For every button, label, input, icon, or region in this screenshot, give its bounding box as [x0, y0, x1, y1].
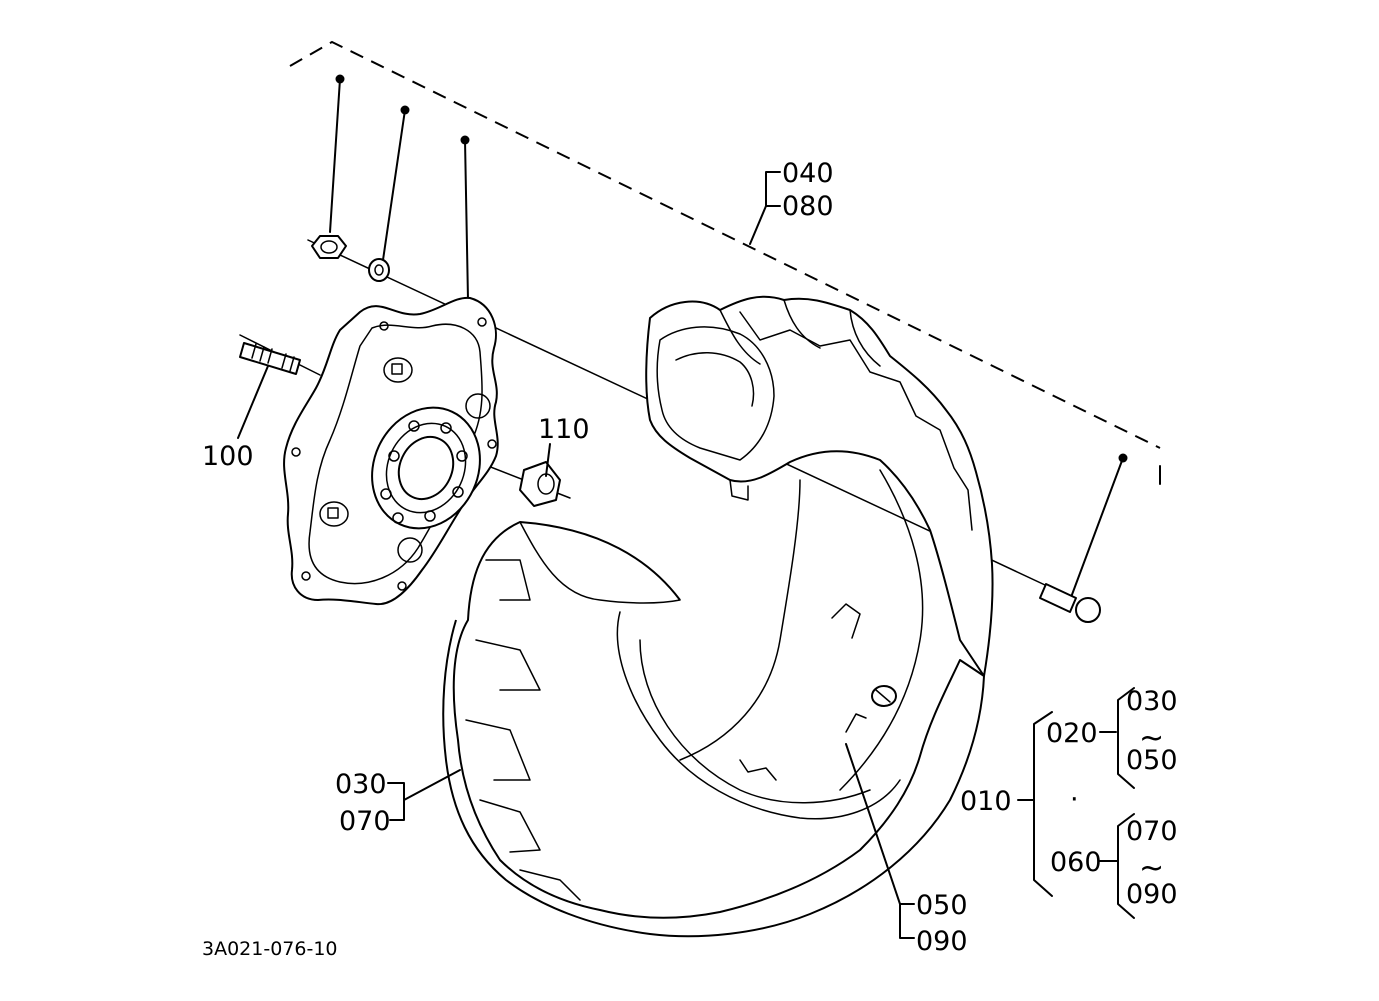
cap-nut-part: [519, 461, 561, 507]
label-030-range: 030: [1126, 686, 1178, 717]
label-100: 100: [202, 441, 254, 472]
label-010: 010: [960, 786, 1012, 817]
hub-plate-part: [283, 296, 499, 606]
rim-bolt-part: [1039, 583, 1101, 623]
label-110: 110: [538, 414, 590, 445]
label-030: 030: [335, 769, 387, 800]
separator-dot: ·: [1070, 784, 1079, 815]
stud-bolt-part: [239, 342, 301, 375]
tilde-upper: ~: [1139, 721, 1164, 756]
washer-part: [368, 258, 390, 282]
assembly-dashed-boundary: [289, 40, 1161, 485]
tilde-lower: ~: [1139, 851, 1164, 886]
label-090: 090: [916, 926, 968, 957]
label-080: 080: [782, 191, 834, 222]
label-060: 060: [1050, 847, 1102, 878]
valve-stem-part: [871, 685, 897, 707]
label-020: 020: [1046, 718, 1098, 749]
label-040: 040: [782, 158, 834, 189]
nut-part: [311, 235, 347, 259]
label-070-range: 070: [1126, 816, 1178, 847]
label-050-range: 050: [1126, 745, 1178, 776]
label-090-range: 090: [1126, 879, 1178, 910]
tire-upper-section: [645, 295, 994, 677]
hardware-leader-lines: [329, 74, 1128, 601]
label-leaders: [237, 171, 1135, 939]
label-050: 050: [916, 890, 968, 921]
tire-lower-section: [442, 469, 985, 938]
label-070: 070: [339, 806, 391, 837]
drawing-code: 3A021-076-10: [202, 938, 338, 960]
